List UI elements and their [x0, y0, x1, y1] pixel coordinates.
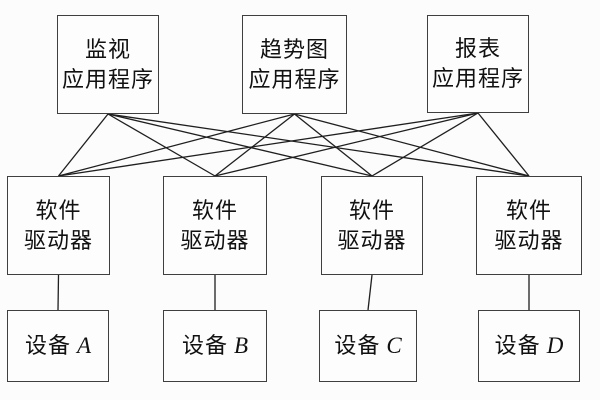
node-software-driver-2: 软件 驱动器	[163, 176, 267, 275]
device-letter: B	[233, 333, 249, 358]
node-software-driver-1: 软件 驱动器	[7, 176, 110, 275]
node-label-line1: 监视	[84, 36, 131, 62]
node-report-application: 报表 应用程序	[427, 15, 529, 113]
node-label-line2: 应用程序	[248, 66, 341, 92]
node-label-line1: 报表	[454, 36, 501, 61]
node-label-line2: 驱动器	[180, 227, 250, 253]
node-software-driver-3: 软件 驱动器	[321, 176, 423, 275]
device-label: 设备	[334, 333, 381, 358]
device-letter: A	[76, 333, 92, 358]
device-label: 设备	[24, 333, 71, 358]
node-label-line2: 驱动器	[494, 227, 564, 253]
node-label-line1: 软件	[35, 197, 82, 223]
node-label-line2: 应用程序	[61, 66, 154, 92]
node-label-line1: 软件	[191, 197, 238, 223]
node-label-line2: 驱动器	[23, 227, 93, 253]
node-label-line2: 应用程序	[431, 66, 524, 91]
device-label: 设备	[494, 333, 541, 358]
device-letter: C	[386, 333, 402, 358]
node-label-line2: 驱动器	[337, 227, 407, 253]
device-letter: D	[546, 333, 564, 358]
node-label-line1: 软件	[505, 197, 552, 223]
node-monitor-application: 监视 应用程序	[57, 15, 159, 114]
node-label-line1: 软件	[348, 197, 395, 223]
node-label-line1: 趋势图	[259, 36, 329, 62]
node-software-driver-4: 软件 驱动器	[476, 176, 582, 275]
device-label: 设备	[181, 333, 228, 358]
node-trend-chart-application: 趋势图 应用程序	[242, 15, 347, 114]
